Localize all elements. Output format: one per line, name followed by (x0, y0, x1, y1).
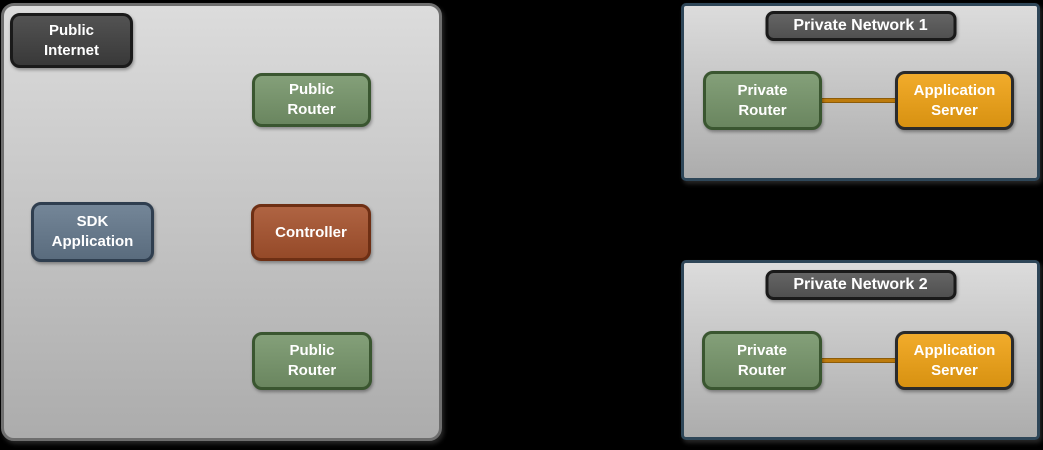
application-server-1-node: Application Server (895, 71, 1014, 130)
application-server-2-node: Application Server (895, 331, 1014, 390)
private-network-2-title: Private Network 2 (765, 270, 956, 300)
router-server-connector-2 (822, 358, 895, 363)
private-router-2-node: Private Router (702, 331, 822, 390)
private-router-1-node: Private Router (703, 71, 822, 130)
sdk-application-node: SDK Application (31, 202, 154, 262)
router-server-connector-1 (822, 98, 895, 103)
private-network-2: Private Network 2 Private Router Applica… (681, 260, 1040, 440)
private-network-1: Private Network 1 Private Router Applica… (681, 3, 1040, 181)
public-router-bottom-node: Public Router (252, 332, 372, 390)
public-router-top-node: Public Router (252, 73, 371, 127)
public-internet-zone: Public Internet Public Router SDK Applic… (1, 3, 442, 441)
private-network-1-title: Private Network 1 (765, 11, 956, 41)
controller-node: Controller (251, 204, 371, 261)
public-internet-badge: Public Internet (10, 13, 133, 68)
